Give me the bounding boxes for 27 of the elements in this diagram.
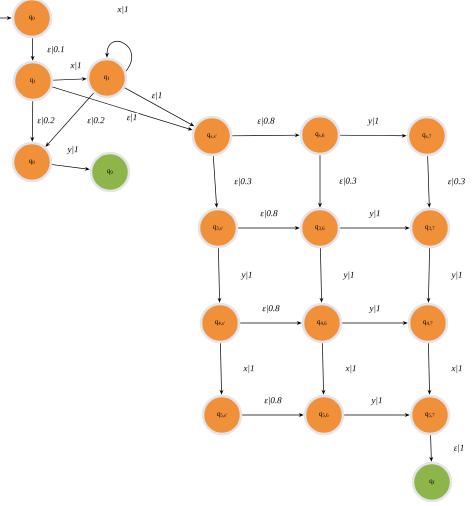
- edge-label: ε|0.8: [263, 396, 283, 406]
- edge-label: ε|1: [126, 112, 138, 124]
- edge-label: x|1: [450, 364, 464, 374]
- edge-label: y|1: [367, 116, 380, 127]
- edge-label: ε|0.3: [338, 176, 358, 187]
- edge-label: y|1: [66, 144, 80, 156]
- edge-label: y|1: [368, 304, 382, 314]
- edge-label: ε|0.8: [261, 304, 281, 314]
- edge-label: ε|0.1: [46, 44, 66, 56]
- edge-label: y|1: [342, 270, 356, 281]
- edge-label: y|1: [370, 396, 384, 406]
- edge-label: ε|0.8: [256, 116, 276, 127]
- edge-label: x|1: [242, 364, 256, 374]
- edge-label: x|1: [70, 60, 82, 72]
- edge-label: ε|1: [150, 90, 164, 102]
- edge-label: y|1: [368, 208, 382, 220]
- edge-label: x|1: [344, 364, 358, 374]
- edge-label: y|1: [240, 270, 254, 281]
- edge-label: ε|0.3: [446, 176, 466, 188]
- edge-label: y|1: [450, 270, 464, 281]
- edge-label: ε|0.3: [233, 176, 253, 188]
- edge-label: x|1: [116, 4, 130, 16]
- edge-label: ε|1: [452, 443, 466, 454]
- arrow: [46, 92, 94, 147]
- edge-label: ε|0.2: [86, 116, 106, 126]
- edge-label: ε|0.8: [259, 208, 279, 220]
- edge-label: ε|0.2: [36, 116, 56, 126]
